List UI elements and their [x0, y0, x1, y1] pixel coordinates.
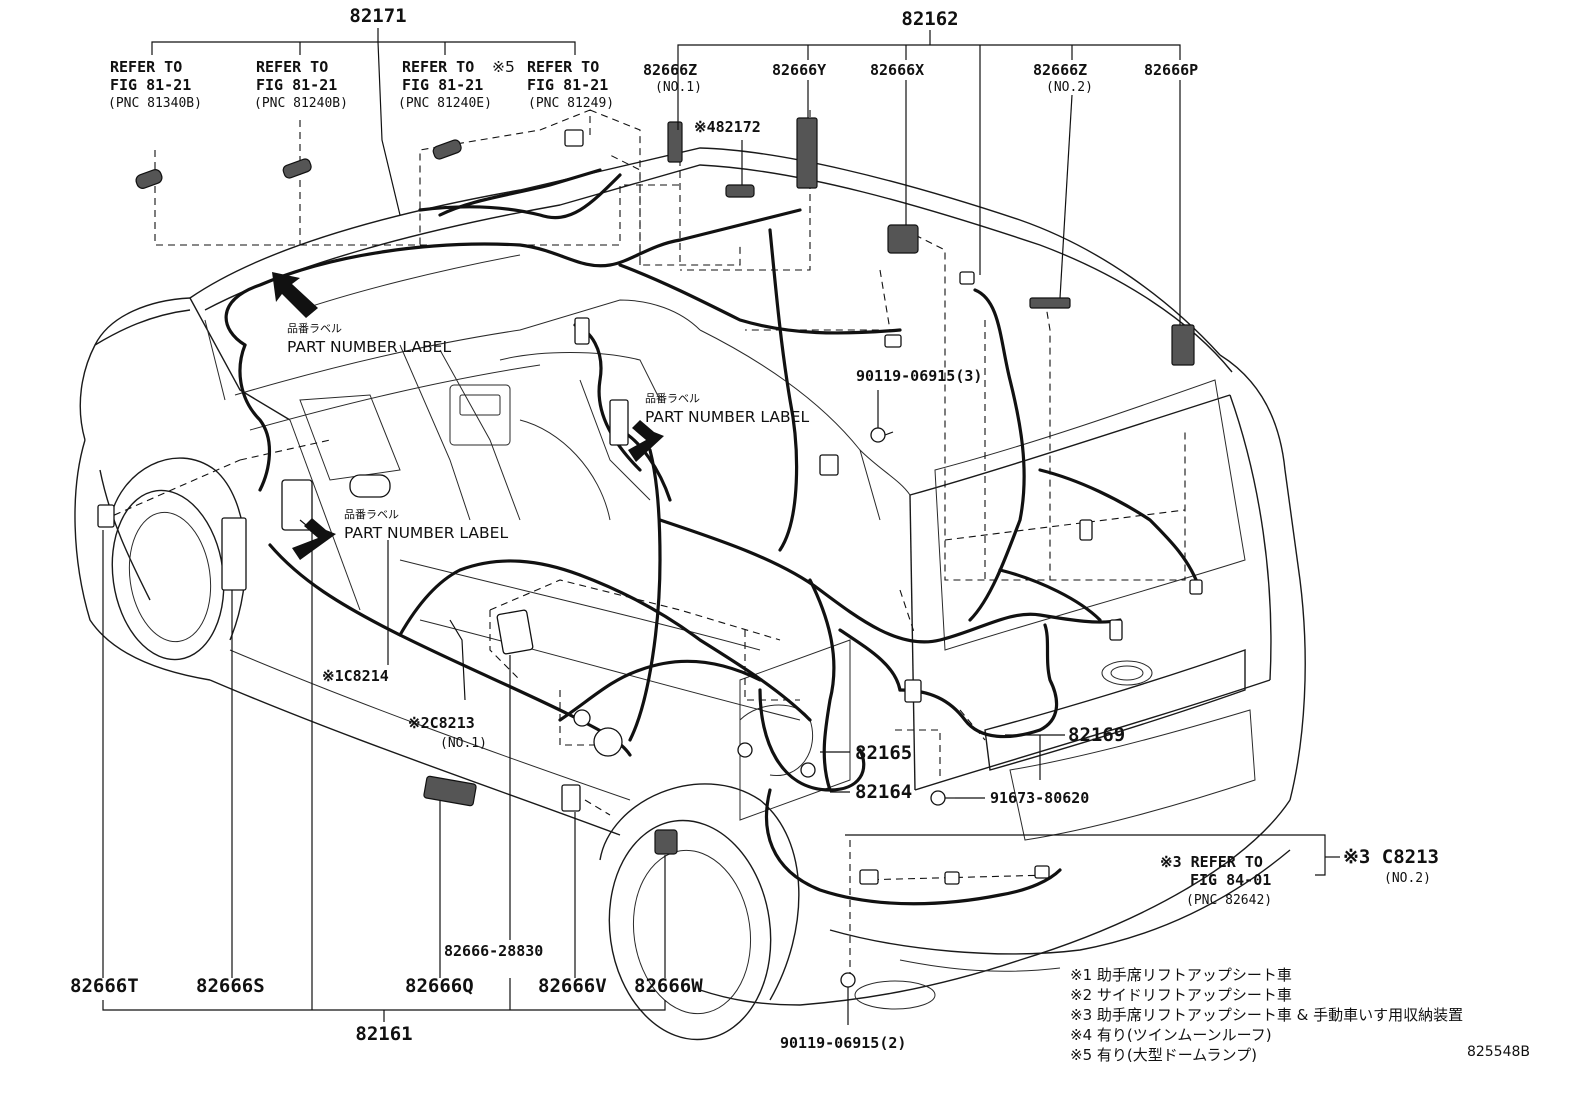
bolt-icon — [840, 972, 856, 1000]
refer-to-fig-84-01: ※3 REFER TO FIG 84-01 (PNC 82642) — [1160, 853, 1272, 908]
part-number-82171: 82171 — [349, 5, 406, 27]
part-number-82165: 82165 — [855, 742, 912, 764]
arrow-icon — [272, 272, 318, 318]
refer-to-fig-81249: REFER TO FIG 81-21 (PNC 81249) — [527, 58, 614, 111]
vehicle-body-outline — [74, 147, 1306, 1041]
part-number-82169: 82169 — [1068, 724, 1125, 746]
note-3: ※3 助手席リフトアップシート車 & 手動車いす用収納装置 — [1070, 1006, 1463, 1024]
part-number-label-en: PART NUMBER LABEL — [344, 524, 508, 542]
middle-labels: 90119-06915(3) ※1C8214 ※2C8213 (NO.1) 82… — [322, 367, 1439, 908]
part-number-82666z-no1-sub: (NO.1) — [655, 80, 702, 95]
connector-c8213-no1: ※2C8213 — [408, 714, 475, 732]
part-number-82666z-no1: 82666Z — [643, 61, 697, 79]
refer-line-2: FIG 81-21 — [527, 76, 608, 94]
arrow-icon — [292, 518, 336, 560]
part-number-82666s: 82666S — [196, 975, 265, 997]
connector-c8214: ※1C8214 — [322, 667, 389, 685]
connector-c8213-no2-sub: (NO.2) — [1384, 871, 1431, 886]
refer-line-3: (PNC 81240E) — [398, 96, 492, 111]
refer-to-fig-81340b: REFER TO FIG 81-21 (PNC 81340B) — [108, 58, 202, 111]
part-number-label-jp: 品番ラベル — [344, 508, 399, 521]
note-2: ※2 サイドリフトアップシート車 — [1070, 986, 1292, 1004]
part-number-82164: 82164 — [855, 781, 912, 803]
connector-c8213-no2: ※3 C8213 — [1343, 846, 1439, 868]
refer-line-3: (PNC 81240B) — [254, 96, 348, 111]
part-number-82161: 82161 — [355, 1023, 412, 1045]
part-number-82666t: 82666T — [70, 975, 139, 997]
bolt-part-number-2: 90119-06915(2) — [780, 1034, 906, 1052]
bolt-part-number-3: 90119-06915(3) — [856, 367, 982, 385]
top-labels: 82171 82162 REFER TO FIG 81-21 (PNC 8134… — [108, 5, 1198, 136]
connector-c8213-no1-sub: (NO.1) — [440, 736, 487, 751]
part-number-label-arrows — [272, 272, 664, 560]
part-number-label-jp: 品番ラベル — [645, 392, 700, 405]
arrow-icon — [628, 420, 664, 462]
part-number-82666z-no2-sub: (NO.2) — [1046, 80, 1093, 95]
refer-line-1: REFER TO — [402, 58, 474, 76]
refer-line-3: (PNC 81249) — [528, 96, 614, 111]
refer-line-1: REFER TO — [110, 58, 182, 76]
bolt-icon — [930, 790, 955, 806]
dashed-reference-boxes — [102, 109, 1186, 980]
refer-line-2: FIG 81-21 — [402, 76, 483, 94]
part-number-82162: 82162 — [901, 8, 958, 30]
refer-line-2: FIG 84-01 — [1190, 871, 1271, 889]
notes-legend: ※1 助手席リフトアップシート車 ※2 サイドリフトアップシート車 ※3 助手席… — [1070, 966, 1530, 1064]
refer-line-3: (PNC 82642) — [1186, 893, 1272, 908]
note-1: ※1 助手席リフトアップシート車 — [1070, 966, 1292, 984]
part-number-82666q: 82666Q — [405, 975, 474, 997]
part-number-label-en: PART NUMBER LABEL — [287, 338, 451, 356]
part-number-82666w: 82666W — [634, 975, 703, 997]
note-mark-5: ※5 — [492, 58, 515, 76]
bottom-labels: 82666-28830 82666T 82666S 82666Q 82666V … — [70, 942, 906, 1052]
part-number-82666v: 82666V — [538, 975, 607, 997]
part-number-82666z-no2: 82666Z — [1033, 61, 1087, 79]
refer-line-1: REFER TO — [256, 58, 328, 76]
part-number-label-jp: 品番ラベル — [287, 322, 342, 335]
refer-line-2: FIG 81-21 — [256, 76, 337, 94]
leader-lines — [102, 28, 1340, 1025]
refer-to-fig-81240e: REFER TO ※5 FIG 81-21 (PNC 81240E) — [398, 58, 515, 111]
refer-line-3: (PNC 81340B) — [108, 96, 202, 111]
diagram-code: 825548B — [1467, 1044, 1530, 1060]
part-number-label-callouts: 品番ラベル PART NUMBER LABEL 品番ラベル PART NUMBE… — [287, 322, 809, 542]
refer-line-2: FIG 81-21 — [110, 76, 191, 94]
refer-to-fig-81240b: REFER TO FIG 81-21 (PNC 81240B) — [254, 58, 348, 111]
note-5: ※5 有り(大型ドームランプ) — [1070, 1046, 1257, 1064]
part-number-label-en: PART NUMBER LABEL — [645, 408, 809, 426]
part-number-82666p: 82666P — [1144, 61, 1198, 79]
note-4: ※4 有り(ツインムーンルーフ) — [1070, 1026, 1272, 1044]
bolt-icon — [870, 427, 894, 443]
part-number-82666x: 82666X — [870, 61, 924, 79]
part-number-82172: ※482172 — [694, 118, 761, 136]
bolt-part-number-91673: 91673-80620 — [990, 789, 1089, 807]
refer-line-1: REFER TO — [527, 58, 599, 76]
connector-parts — [97, 117, 1203, 1000]
refer-line-1: ※3 REFER TO — [1160, 853, 1263, 871]
part-number-82666-28830: 82666-28830 — [444, 942, 543, 960]
part-number-82666y: 82666Y — [772, 61, 826, 79]
